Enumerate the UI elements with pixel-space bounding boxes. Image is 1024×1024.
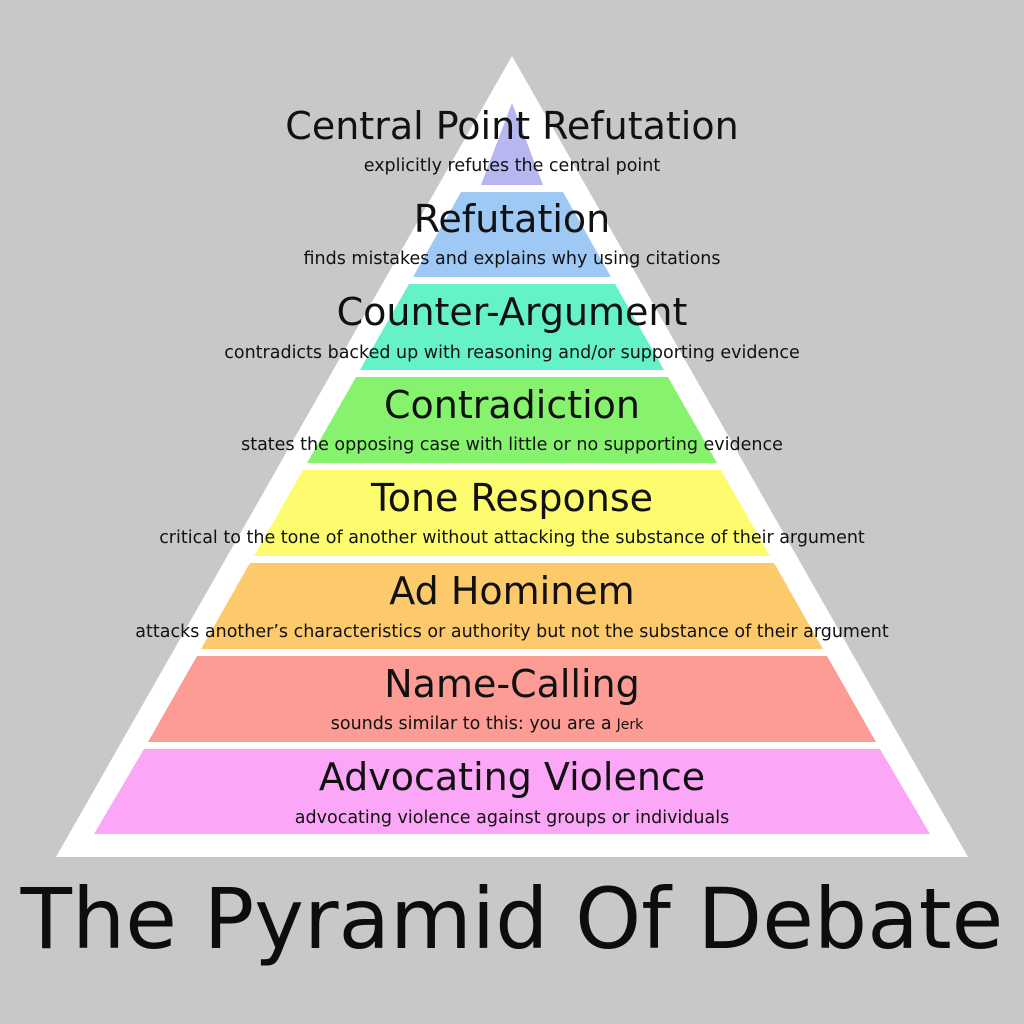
tier-title-name-calling: Name-Calling bbox=[384, 662, 640, 706]
tier-band-counter-argument bbox=[360, 284, 664, 370]
tier-desc-name-calling-main: sounds similar to this: you are a bbox=[331, 714, 612, 734]
tier-desc-contradiction: states the opposing case with little or … bbox=[241, 435, 783, 455]
tier-band-advocating-violence bbox=[94, 749, 930, 834]
tier-desc-tone-response: critical to the tone of another without … bbox=[159, 528, 865, 548]
tier-band-contradiction bbox=[307, 377, 717, 463]
tier-title-counter-argument: Counter-Argument bbox=[337, 290, 688, 334]
tier-desc-central-point-refutation: explicitly refutes the central point bbox=[364, 156, 661, 176]
tier-desc-refutation: finds mistakes and explains why using ci… bbox=[304, 249, 721, 269]
tier-band-tone-response bbox=[254, 470, 770, 556]
tier-title-tone-response: Tone Response bbox=[370, 476, 653, 520]
page-title: The Pyramid Of Debate bbox=[20, 870, 1004, 968]
tier-desc-ad-hominem: attacks another’s characteristics or aut… bbox=[135, 622, 889, 642]
tier-title-refutation: Refutation bbox=[414, 197, 611, 241]
tier-band-central-point-refutation bbox=[481, 103, 543, 185]
tier-title-advocating-violence: Advocating Violence bbox=[319, 755, 705, 799]
tier-title-contradiction: Contradiction bbox=[384, 383, 640, 427]
tier-desc-counter-argument: contradicts backed up with reasoning and… bbox=[224, 343, 799, 363]
tier-title-ad-hominem: Ad Hominem bbox=[389, 569, 634, 613]
tier-desc-advocating-violence: advocating violence against groups or in… bbox=[295, 808, 729, 828]
tier-band-refutation bbox=[413, 192, 611, 277]
tier-band-ad-hominem bbox=[201, 563, 823, 649]
tier-band-name-calling bbox=[148, 656, 876, 742]
tier-title-central-point-refutation: Central Point Refutation bbox=[285, 104, 738, 148]
tier-desc-name-calling-small: Jerk bbox=[616, 717, 644, 733]
